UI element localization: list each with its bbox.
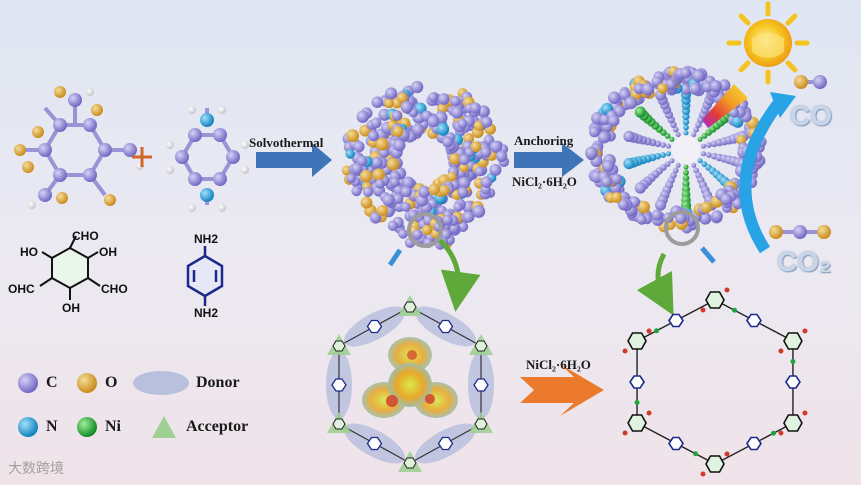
sun-icon — [729, 4, 807, 82]
legend-acceptor-label: Acceptor — [186, 418, 248, 436]
legend-markers — [18, 371, 189, 438]
aldehyde-cho-right: CHO — [101, 282, 128, 296]
legend-oxygen-ball — [77, 373, 97, 393]
amine-ball-stick-model — [166, 106, 249, 212]
aldehyde-ho-left: HO — [20, 245, 38, 259]
amine-structural-formula — [188, 246, 222, 306]
watermark-text: 大数跨境 — [8, 458, 64, 478]
nicl2-bottom-label: NiCl₂·6H₂O — [526, 357, 591, 373]
aldehyde-oh-right: OH — [99, 245, 117, 259]
zoom-line-right — [702, 248, 714, 262]
legend-carbon-label: C — [46, 374, 58, 392]
amine-nh2-top: NH2 — [194, 232, 218, 246]
aldehyde-ball-stick-model — [14, 86, 144, 209]
co2-reactant-label: CO₂ — [777, 246, 831, 278]
legend-nickel-label: Ni — [105, 418, 121, 436]
legend-oxygen-label: O — [105, 374, 117, 392]
legend-donor-label: Donor — [196, 374, 240, 392]
legend-nickel-ball — [77, 417, 97, 437]
legend-nitrogen-label: N — [46, 418, 58, 436]
aldehyde-cho-top: CHO — [72, 229, 99, 243]
aldehyde-structural-formula — [40, 236, 100, 300]
legend-carbon-ball — [18, 373, 38, 393]
green-arrow-right — [658, 254, 664, 298]
zoom-line-left — [390, 250, 400, 265]
legend-nitrogen-ball — [18, 417, 38, 437]
cof-pore-model — [342, 81, 509, 250]
anchoring-label: Anchoring — [514, 133, 573, 149]
legend-donor-ellipse — [133, 371, 189, 395]
nicl2-top-label: NiCl₂·6H₂O — [512, 174, 577, 190]
donor-acceptor-framework — [326, 295, 494, 472]
aldehyde-oh-bottom: OH — [62, 301, 80, 315]
co-product-label: CO — [790, 100, 832, 132]
aldehyde-ohc-left: OHC — [8, 282, 35, 296]
amine-nh2-bottom: NH2 — [194, 306, 218, 320]
ni-anchored-framework — [623, 288, 808, 477]
legend-acceptor-triangle — [152, 416, 176, 438]
co2-molecule-icon — [769, 225, 831, 239]
solvothermal-label: Solvothermal — [249, 135, 323, 151]
co-molecule-icon — [794, 75, 827, 89]
